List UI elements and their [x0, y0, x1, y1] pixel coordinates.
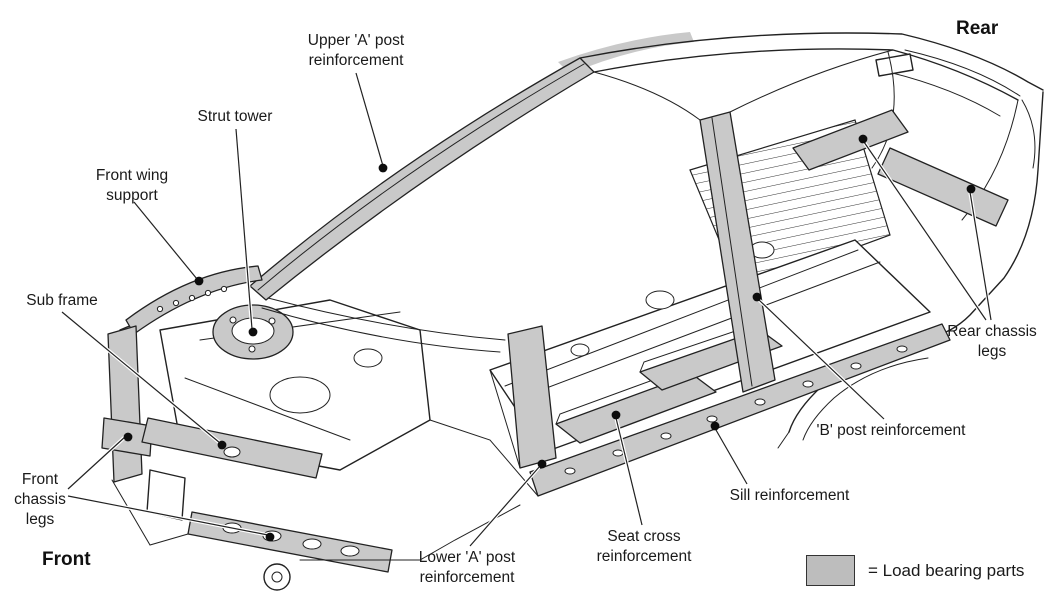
label-rear-chassis-legs: Rear chassis legs: [947, 323, 1037, 360]
callout-dots: [123, 134, 976, 542]
dot-lower-a-post: [537, 459, 547, 469]
dot-front-chassis-leg-lower: [265, 532, 275, 542]
legend-load-bearing-swatch: [806, 555, 855, 586]
leader-rear-chassis-legs-b: [968, 191, 993, 321]
leader-sill: [714, 429, 749, 485]
front-wing-support-rail: [125, 265, 263, 335]
label-seat-cross: Seat cross reinforcement: [596, 528, 692, 565]
b-pillar-load-band: [699, 111, 776, 393]
floor-and-sill: [489, 239, 951, 497]
sill-load-band: [529, 323, 951, 497]
leader-lines: [60, 72, 993, 548]
label-sill: Sill reinforcement: [729, 487, 850, 504]
leader-upper-a-post: [354, 72, 385, 167]
dot-sub-frame: [217, 440, 227, 450]
a-pillar: [249, 57, 595, 301]
label-front-chassis-legs: Front chassis legs: [14, 471, 66, 528]
lower-a-post-member: [507, 325, 557, 469]
label-sub-frame: Sub frame: [26, 292, 98, 309]
leader-b-post: [757, 298, 886, 421]
leader-strut-tower: [234, 128, 254, 330]
b-pillar: [699, 111, 776, 393]
dot-strut-tower: [248, 327, 258, 337]
dot-sill: [710, 421, 720, 431]
label-rear-heading: Rear: [956, 18, 999, 39]
leader-rear-chassis-legs-a: [862, 140, 988, 322]
a-pillar-load-band: [249, 57, 595, 301]
label-upper-a-post: Upper 'A' post reinforcement: [307, 32, 405, 69]
leader-lower-a-post: [468, 464, 542, 548]
leader-seat-cross: [614, 417, 644, 526]
label-strut-tower: Strut tower: [197, 108, 273, 125]
label-front-heading: Front: [42, 549, 91, 570]
rear-chassis-leg-band-quarter: [877, 147, 1009, 227]
dot-upper-a-post: [378, 163, 388, 173]
leader-front-chassis-legs-upper: [66, 434, 128, 491]
leader-sub-frame: [60, 310, 222, 445]
rear-chassis-leg-band-inner: [792, 109, 909, 171]
front-structure: [101, 265, 557, 591]
label-front-wing-support: Front wing support: [95, 167, 169, 204]
dot-b-post: [752, 292, 762, 302]
seat-cross-member-front: [555, 373, 717, 444]
dot-front-chassis-leg-upper: [123, 432, 133, 442]
label-lower-a-post: Lower 'A' post reinforcement: [418, 549, 516, 586]
roof-load-streak: [558, 32, 694, 74]
dot-rear-chassis-leg-b: [966, 184, 976, 194]
dot-front-wing-support: [194, 276, 204, 286]
dot-rear-chassis-leg-a: [858, 134, 868, 144]
front-chassis-leg-lower-rail: [187, 511, 393, 573]
dot-seat-cross: [611, 410, 621, 420]
leader-front-chassis-legs-lower: [67, 494, 269, 537]
leader-front-wing-support: [132, 200, 199, 281]
legend-load-bearing-label: = Load bearing parts: [868, 561, 1025, 580]
front-panel-strip: [107, 325, 143, 483]
label-b-post: 'B' post reinforcement: [816, 422, 966, 439]
